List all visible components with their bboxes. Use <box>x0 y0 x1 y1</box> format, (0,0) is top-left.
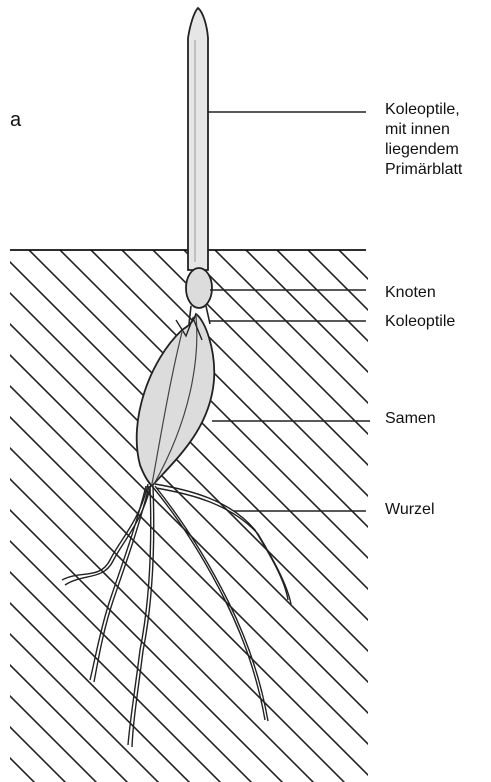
label-koleoptile-primaerblatt-line-3: liegendem <box>385 140 459 160</box>
label-knoten: Knoten <box>385 283 436 303</box>
label-koleoptile-primaerblatt-line-2: mit innen <box>385 120 450 140</box>
hatch-line <box>277 250 491 782</box>
panel-letter: a <box>10 110 21 130</box>
node <box>186 268 212 308</box>
hatch-line <box>0 250 124 782</box>
label-samen: Samen <box>385 409 436 429</box>
hatch-line <box>0 250 62 782</box>
hatch-line <box>0 250 434 782</box>
label-wurzel: Wurzel <box>385 500 435 520</box>
hatch-line <box>0 250 186 782</box>
hatch-line <box>0 250 248 782</box>
leader-lines <box>208 112 370 511</box>
label-koleoptile-primaerblatt-line-1: Koleoptile, <box>385 100 460 120</box>
label-koleoptile: Koleoptile <box>385 312 455 332</box>
coleoptile-stalk <box>188 8 208 270</box>
seed <box>137 314 215 486</box>
label-koleoptile-primaerblatt-line-4: Primärblatt <box>385 160 462 180</box>
